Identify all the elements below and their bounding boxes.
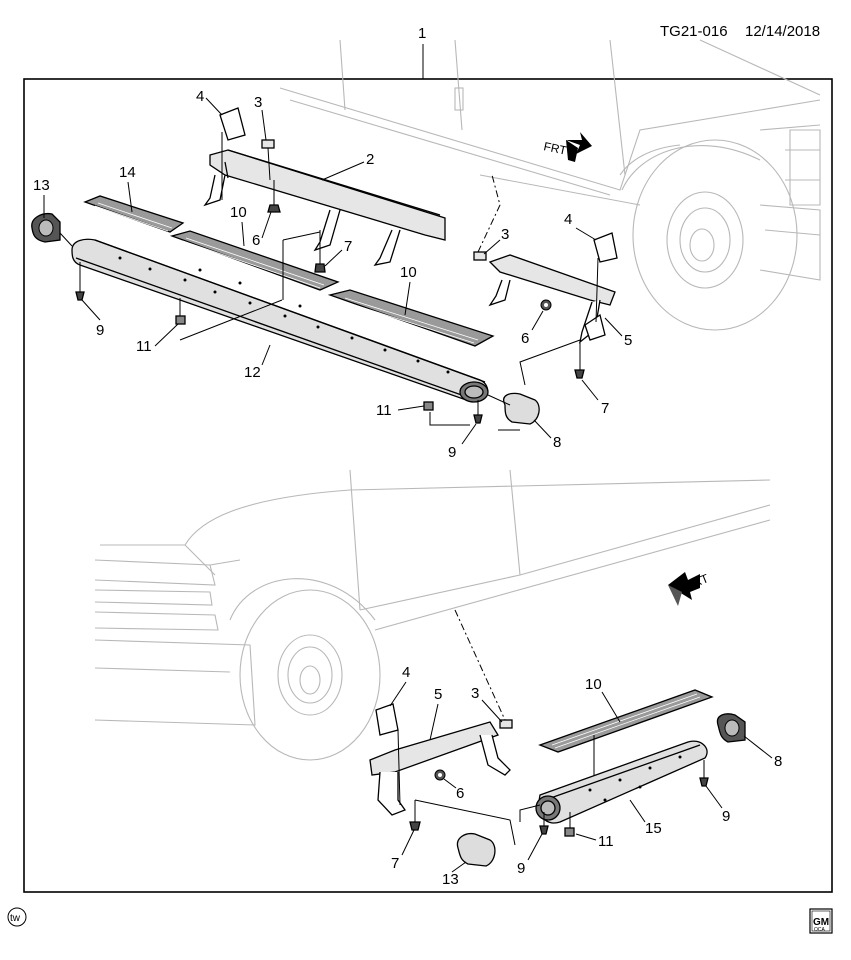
- part-step-pad-10-bottom: [538, 689, 714, 753]
- vehicle-outline-top: [279, 39, 821, 331]
- diagram-id: TG21-016: [660, 23, 728, 40]
- part-end-cap-8-top: [487, 392, 540, 431]
- callout-9b: 9: [448, 444, 456, 461]
- arrow-icon: [566, 132, 592, 154]
- callout-7-bottom: 7: [391, 855, 399, 872]
- part-bolt-9-top-left: [75, 262, 85, 301]
- part-step-pad-10-center: [169, 230, 340, 291]
- part-step-pad-14: [83, 195, 185, 233]
- tw-label: tw: [10, 913, 21, 924]
- callout-8: 8: [553, 434, 561, 451]
- part-nut-11-bottom: [519, 804, 575, 837]
- callout-2: 2: [366, 151, 374, 168]
- frt-label-top: FRT: [542, 139, 568, 158]
- callout-6-bottom: 6: [456, 785, 464, 802]
- callout-6b: 6: [521, 330, 529, 347]
- diagram-date: 12/14/2018: [745, 23, 820, 40]
- callout-10: 10: [230, 204, 247, 221]
- part-running-board-12: [71, 238, 489, 403]
- callout-15: 15: [645, 820, 662, 837]
- part-end-cap-13-top: [31, 212, 73, 247]
- part-bracket-cover-4-top: [219, 107, 246, 141]
- callout-3b: 3: [501, 226, 509, 243]
- front-direction-arrow-bottom: FRT: [668, 571, 711, 606]
- part-nut-11-top-right: [423, 401, 470, 426]
- callout-7: 7: [344, 238, 352, 255]
- part-mounting-bracket-2: [203, 149, 446, 266]
- front-direction-arrow-top: FRT: [542, 132, 592, 162]
- callout-9-bottom-right: 9: [722, 808, 730, 825]
- callout-4-bottom: 4: [402, 664, 410, 681]
- callout-10b: 10: [400, 264, 417, 281]
- callout-9-bottom-left: 9: [517, 860, 525, 877]
- part-bracket-5-bottom: [369, 721, 511, 816]
- frt-label-bottom: FRT: [684, 571, 711, 593]
- callout-11-bottom: 11: [598, 833, 614, 850]
- callout-8-bottom: 8: [774, 753, 782, 770]
- callout-7b: 7: [601, 400, 609, 417]
- callout-4: 4: [196, 88, 204, 105]
- callout-13-bottom: 13: [442, 871, 459, 888]
- callout-1: 1: [418, 25, 426, 42]
- callout-11b: 11: [376, 402, 392, 419]
- part-nut-6-bottom: [434, 769, 446, 781]
- gm-logo-text: GM: [813, 917, 829, 928]
- part-bracket-cover-4-bottom: [375, 703, 399, 736]
- part-bracket-cover-4-top-right: [593, 232, 618, 263]
- callout-6: 6: [252, 232, 260, 249]
- vehicle-outline-bottom: [94, 469, 771, 761]
- callout-10-bottom: 10: [585, 676, 602, 693]
- part-nut-6-top-right: [540, 299, 552, 311]
- part-bolt-7-top: [282, 230, 326, 300]
- callout-5: 5: [624, 332, 632, 349]
- gm-logo-subtext: OCA: [814, 927, 826, 933]
- board-holes-bottom: [588, 755, 682, 802]
- part-end-cap-13-bottom: [456, 832, 496, 867]
- callout-11: 11: [136, 338, 152, 355]
- gm-logo: GM OCA: [809, 908, 833, 934]
- part-nut-6-top-left: [267, 180, 281, 213]
- part-nut-11-top-left: [175, 298, 283, 341]
- tw-mark: tw: [7, 907, 27, 927]
- callout-13: 13: [33, 177, 50, 194]
- callout-14: 14: [119, 164, 136, 181]
- part-clip-3-top-right: [473, 251, 487, 261]
- callout-4b: 4: [564, 211, 572, 228]
- diagram-frame: [23, 78, 833, 893]
- board-holes: [118, 256, 450, 374]
- callout-3-bottom: 3: [471, 685, 479, 702]
- callout-9: 9: [96, 322, 104, 339]
- part-clip-3-bottom: [499, 719, 513, 729]
- part-step-pad-10-right: [327, 289, 495, 347]
- part-bolt-9-bottom-left: [539, 812, 549, 835]
- callout-12: 12: [244, 364, 261, 381]
- part-clip-3-top: [261, 139, 275, 149]
- part-bolt-9-bottom-right: [699, 760, 709, 787]
- part-end-cap-8-bottom: [716, 713, 746, 743]
- part-bolt-7-bottom: [409, 799, 516, 846]
- part-running-board-15: [535, 740, 708, 824]
- part-bracket-5-top: [488, 254, 616, 344]
- part-bolt-9-top-right: [473, 400, 483, 424]
- callout-5-bottom: 5: [434, 686, 442, 703]
- callout-3: 3: [254, 94, 262, 111]
- part-bolt-7-top-right: [519, 339, 585, 386]
